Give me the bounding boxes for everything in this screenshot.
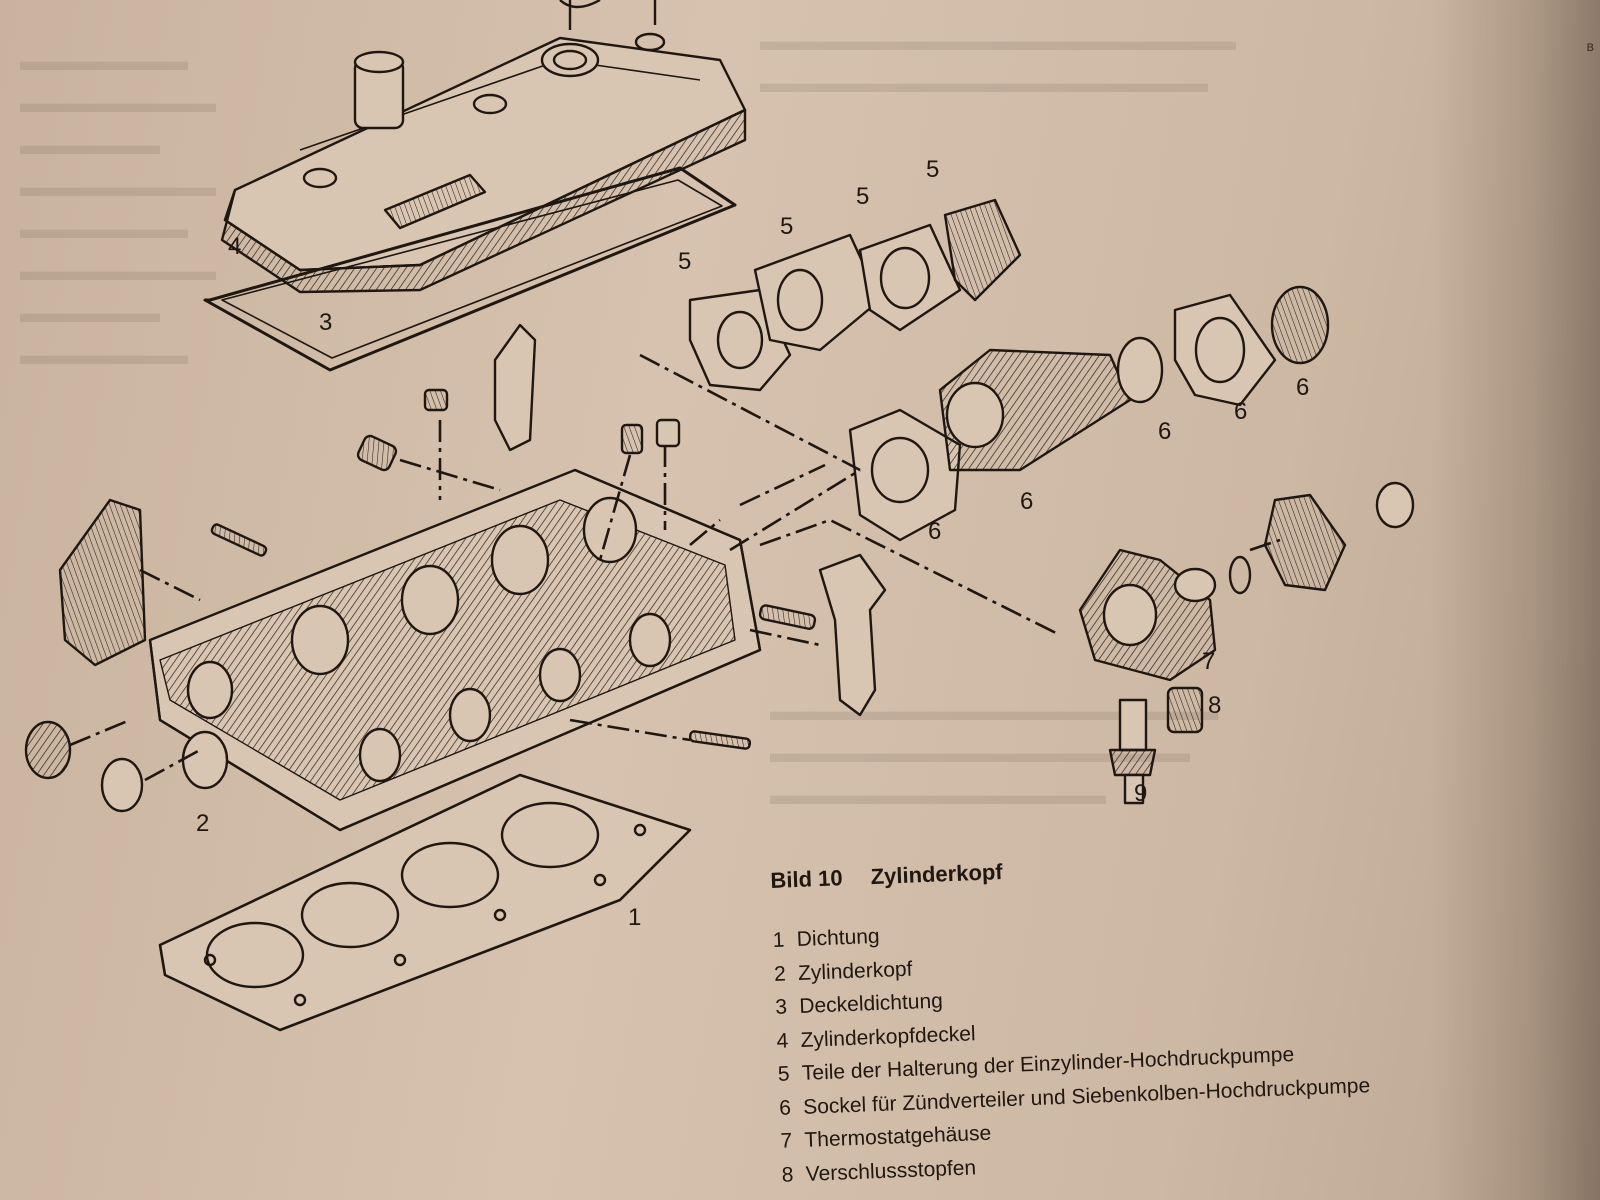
page-corner-mark: B: [1586, 42, 1594, 54]
legend-text: Zylinderkopf: [797, 957, 913, 985]
part-number-8: 8: [1208, 692, 1222, 719]
part-number-6: 6: [1020, 488, 1034, 515]
part-number-4: 4: [228, 233, 242, 260]
part-number-5: 5: [856, 183, 870, 210]
part-number-5: 5: [780, 213, 794, 240]
lifting-bracket: [58, 498, 147, 667]
sealing-plug: [1166, 686, 1204, 734]
cylinder-head-cover: [220, 0, 747, 294]
part-number-7: 7: [1202, 648, 1216, 675]
part-number-5: 5: [678, 248, 692, 275]
part-number-6: 6: [1296, 374, 1310, 401]
legend-text: Deckeldichtung: [798, 989, 944, 1018]
bleed-through-texture: ▬▬▬▬▬▬▬▬▬▬▬▬▬▬▬▬▬▬▬▬▬▬▬▬▬▬▬▬▬▬▬▬▬▬▬▬▬▬▬▬…: [20, 45, 216, 370]
legend-number: 7: [780, 1129, 793, 1153]
legend-text: Dichtung: [796, 924, 881, 952]
legend-number: 1: [772, 928, 785, 952]
part-number-2: 2: [196, 810, 210, 837]
legend-number: 6: [778, 1095, 792, 1120]
cylinder-head: [148, 468, 762, 832]
shaft-seal: [24, 720, 72, 780]
legend-number: 2: [773, 961, 787, 986]
small-bracket: [493, 323, 537, 452]
distributor-base: [848, 285, 1330, 542]
side-bracket: [818, 553, 887, 717]
legend-text: Verschlussstopfen: [805, 1155, 977, 1186]
figure-label: Bild 10: [770, 865, 844, 893]
legend-number: 3: [774, 995, 788, 1019]
legend-text: Zylinderkopfdeckel: [800, 1021, 977, 1052]
legend-text: Thermostatgehäuse: [804, 1121, 992, 1152]
cover-gasket: [203, 166, 737, 372]
part-number-6: 6: [1234, 398, 1248, 425]
part-number-9: 9: [1134, 780, 1148, 807]
legend-number: 5: [777, 1062, 791, 1086]
sealing-cap: [100, 757, 144, 813]
temperature-sensor: [1108, 698, 1157, 805]
head-gasket: [158, 773, 692, 1032]
figure-name: Zylinderkopf: [870, 859, 1004, 890]
part-number-6: 6: [1158, 418, 1172, 445]
legend-number: 8: [781, 1162, 794, 1187]
part-number-6: 6: [928, 518, 942, 545]
bleed-through-texture: ▬▬▬▬▬▬▬▬▬▬▬▬▬▬▬▬▬▬▬▬▬▬▬▬▬▬▬▬▬▬▬▬▬: [760, 25, 1236, 98]
legend-number: 4: [776, 1028, 789, 1053]
thermostat-housing: [1078, 481, 1415, 682]
part-number-5: 5: [926, 156, 940, 183]
pump-bracket-parts: [688, 198, 1022, 392]
part-number-3: 3: [319, 309, 333, 336]
part-number-1: 1: [628, 904, 642, 931]
